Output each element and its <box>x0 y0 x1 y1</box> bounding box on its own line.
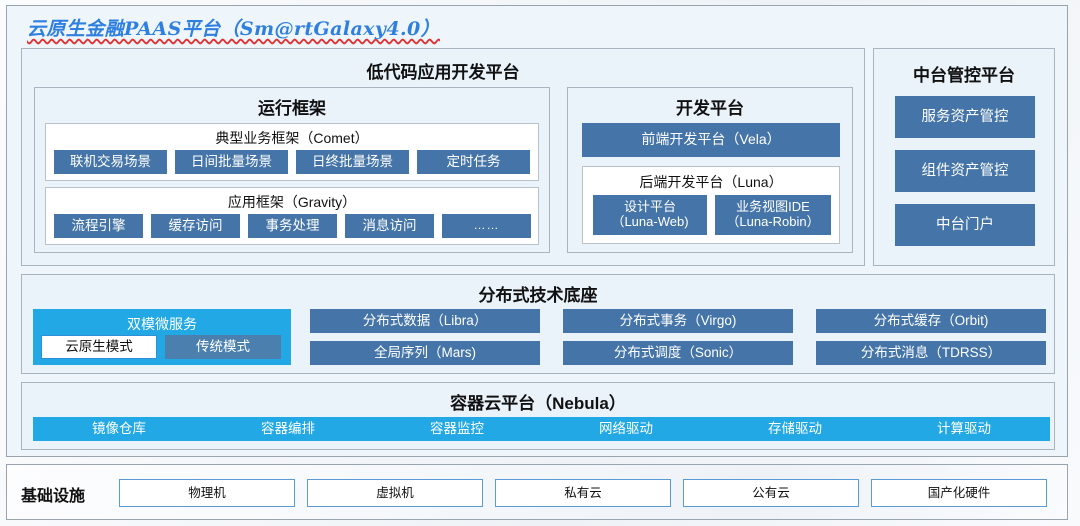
comet-item-0[interactable]: 联机交易场景 <box>54 150 167 174</box>
runtime-framework-title: 运行框架 <box>258 99 326 118</box>
infrastructure-item-3[interactable]: 公有云 <box>683 479 859 507</box>
techbase-item-0-1[interactable]: 全局序列（Mars) <box>310 341 540 365</box>
techbase-item-2-0[interactable]: 分布式缓存（Orbit) <box>816 309 1046 333</box>
gravity-title: 应用框架（Gravity） <box>227 194 357 210</box>
midplatform-title: 中台管控平台 <box>913 66 1015 85</box>
backend-item-0-line1: 设计平台 <box>623 199 676 215</box>
techbase-panel: 分布式技术底座 双模微服务 云原生模式 传统模式 分布式数据（Libra） 全局… <box>21 274 1055 374</box>
comet-item-1[interactable]: 日间批量场景 <box>175 150 288 174</box>
gravity-panel: 应用框架（Gravity） 流程引擎 缓存访问 事务处理 消息访问 …… <box>45 187 539 245</box>
comet-item-3[interactable]: 定时任务 <box>417 150 530 174</box>
techbase-item-1-1[interactable]: 分布式调度（Sonic） <box>563 341 793 365</box>
backend-item-0[interactable]: 设计平台 （Luna-Web) <box>593 195 707 235</box>
backend-item-0-line2: （Luna-Web) <box>611 214 689 229</box>
lowcode-platform-panel: 低代码应用开发平台 运行框架 典型业务框架（Comet） 联机交易场景 日间批量… <box>21 48 865 266</box>
backend-item-1-line1: 业务视图IDE <box>736 199 810 215</box>
infrastructure-item-4[interactable]: 国产化硬件 <box>871 479 1047 507</box>
midplatform-item-0[interactable]: 服务资产管控 <box>895 96 1035 138</box>
techbase-item-0-0[interactable]: 分布式数据（Libra） <box>310 309 540 333</box>
platform-frame: 云原生金融PAAS平台（Sm@rtGalaxy4.0） 低代码应用开发平台 运行… <box>6 5 1068 457</box>
midplatform-item-2[interactable]: 中台门户 <box>895 204 1035 246</box>
container-item-4[interactable]: 存储驱动 <box>709 417 881 441</box>
dualmode-mode-0[interactable]: 云原生模式 <box>41 335 157 359</box>
container-platform-panel: 容器云平台（Nebula） 镜像仓库 容器编排 容器监控 网络驱动 存储驱动 计… <box>21 382 1055 450</box>
infrastructure-item-1[interactable]: 虚拟机 <box>307 479 483 507</box>
dualmode-label: 双模微服务 <box>127 316 197 332</box>
gravity-item-4[interactable]: …… <box>442 214 531 238</box>
techbase-item-1-0[interactable]: 分布式事务（Virgo) <box>563 309 793 333</box>
comet-panel: 典型业务框架（Comet） 联机交易场景 日间批量场景 日终批量场景 定时任务 <box>45 123 539 181</box>
gravity-item-3[interactable]: 消息访问 <box>345 214 434 238</box>
infrastructure-item-0[interactable]: 物理机 <box>119 479 295 507</box>
dev-platform-title: 开发平台 <box>676 99 744 118</box>
midplatform-item-1[interactable]: 组件资产管控 <box>895 150 1035 192</box>
backend-item-1-line2: （Luna-Robin） <box>726 214 820 229</box>
frontend-dev-platform-chip[interactable]: 前端开发平台（Vela） <box>582 123 840 157</box>
infrastructure-panel: 基础设施 物理机 虚拟机 私有云 公有云 国产化硬件 <box>6 464 1068 520</box>
container-item-0[interactable]: 镜像仓库 <box>33 417 205 441</box>
container-item-3[interactable]: 网络驱动 <box>540 417 712 441</box>
container-platform-title: 容器云平台（Nebula） <box>450 394 626 413</box>
midplatform-panel: 中台管控平台 服务资产管控 组件资产管控 中台门户 <box>873 48 1055 266</box>
gravity-item-0[interactable]: 流程引擎 <box>54 214 143 238</box>
backend-item-1[interactable]: 业务视图IDE （Luna-Robin） <box>715 195 831 235</box>
container-item-5[interactable]: 计算驱动 <box>878 417 1050 441</box>
infrastructure-item-2[interactable]: 私有云 <box>495 479 671 507</box>
dualmode-microservice-block: 双模微服务 云原生模式 传统模式 <box>33 309 291 365</box>
gravity-item-2[interactable]: 事务处理 <box>248 214 337 238</box>
dualmode-mode-1[interactable]: 传统模式 <box>165 335 281 359</box>
container-item-2[interactable]: 容器监控 <box>371 417 543 441</box>
techbase-title: 分布式技术底座 <box>478 286 598 305</box>
runtime-framework-panel: 运行框架 典型业务框架（Comet） 联机交易场景 日间批量场景 日终批量场景 … <box>34 87 550 253</box>
backend-dev-platform-panel: 后端开发平台（Luna） 设计平台 （Luna-Web) 业务视图IDE （Lu… <box>582 166 840 244</box>
dev-platform-panel: 开发平台 前端开发平台（Vela） 后端开发平台（Luna） 设计平台 （Lun… <box>567 87 853 253</box>
backend-dev-platform-title: 后端开发平台（Luna） <box>639 174 783 190</box>
comet-item-2[interactable]: 日终批量场景 <box>296 150 409 174</box>
lowcode-platform-title: 低代码应用开发平台 <box>366 63 520 82</box>
techbase-item-2-1[interactable]: 分布式消息（TDRSS） <box>816 341 1046 365</box>
container-item-1[interactable]: 容器编排 <box>202 417 374 441</box>
infrastructure-label: 基础设施 <box>21 488 86 505</box>
page-title: 云原生金融PAAS平台（Sm@rtGalaxy4.0） <box>27 18 441 40</box>
gravity-item-1[interactable]: 缓存访问 <box>151 214 240 238</box>
comet-title: 典型业务框架（Comet） <box>215 130 369 146</box>
